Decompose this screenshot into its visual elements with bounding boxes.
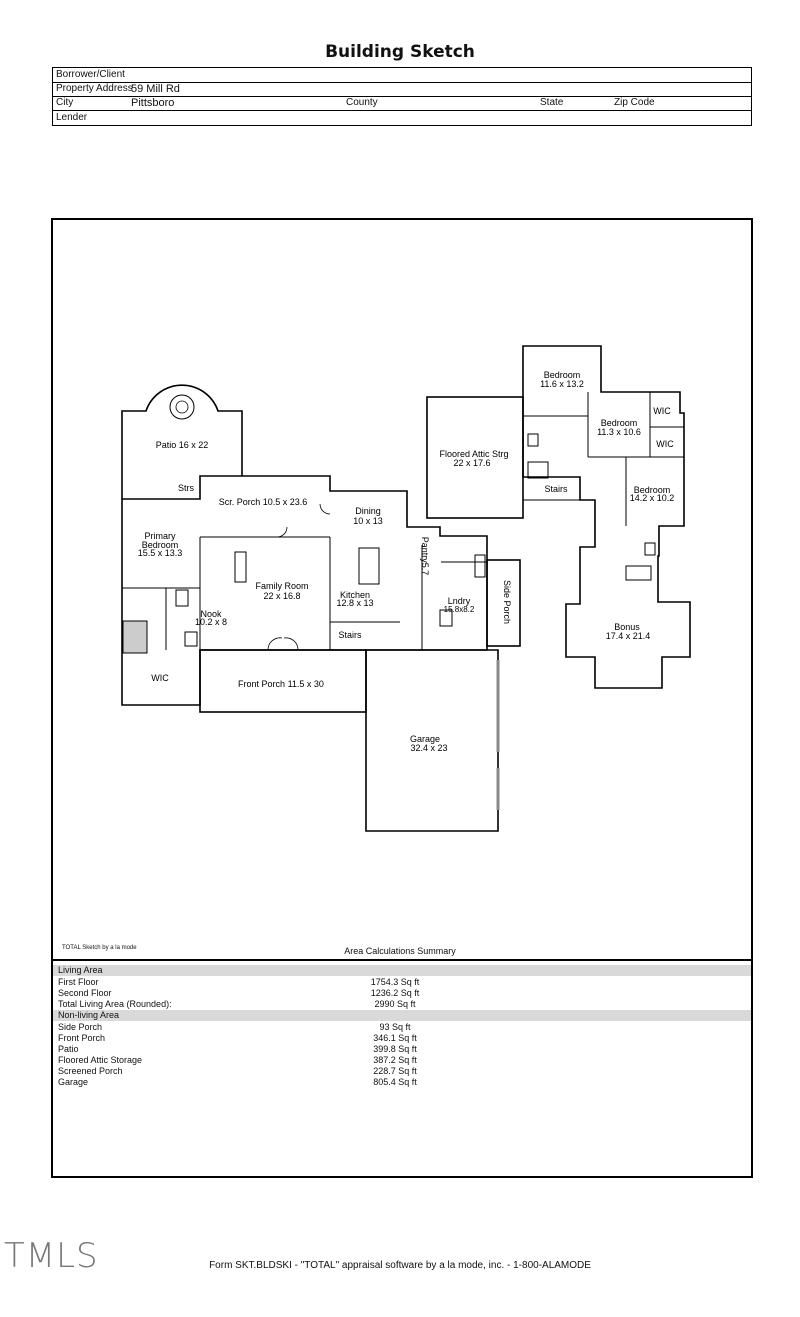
borrower-label: Borrower/Client [56, 69, 125, 80]
row-value: 387.2 Sq ft [373, 1055, 417, 1065]
row-label: Screened Porch [58, 1066, 123, 1076]
table-row: Second Floor 1236.2 Sq ft [53, 988, 751, 999]
lndry-label: Lndry [448, 596, 471, 606]
table-row: Total Living Area (Rounded): 2990 Sq ft [53, 999, 751, 1010]
bed3-dim: 14.2 x 10.2 [630, 493, 675, 503]
dining-dim: 10 x 13 [353, 516, 383, 526]
wic-main-label: WIC [151, 673, 169, 683]
sketch-credit: TOTAL Sketch by a la mode [62, 945, 137, 951]
table-row: Screened Porch 228.7 Sq ft [53, 1066, 751, 1077]
lender-row: Lender [53, 111, 751, 125]
property-row: Property Address 59 Mill Rd [53, 82, 751, 97]
nook-dim: 10.2 x 8 [195, 617, 227, 627]
lender-label: Lender [56, 112, 88, 123]
bonus-label: Bonus [614, 622, 640, 632]
strs-label: Strs [178, 483, 195, 493]
row-value: 93 Sq ft [379, 1022, 411, 1032]
patio-label: Patio 16 x 22 [156, 440, 209, 450]
tub-icon [234, 551, 247, 583]
city-label: City [56, 97, 74, 108]
row-value: 1754.3 Sq ft [370, 977, 420, 987]
bed2-dim: 11.3 x 10.6 [597, 427, 641, 437]
bed2-label: Bedroom [601, 418, 638, 428]
table-row: Patio 399.8 Sq ft [53, 1044, 751, 1055]
city-value: Pittsboro [131, 97, 175, 109]
stairs-up-label: Stairs [544, 484, 568, 494]
summary-title: Area Calculations Summary [344, 946, 456, 956]
family-label: Family Room [255, 581, 308, 591]
dining-label: Dining [355, 506, 381, 516]
garage-outline [365, 649, 499, 832]
row-label: Garage [58, 1077, 89, 1087]
pantry-label: Pantry5.7 [420, 537, 430, 576]
table-row: Side Porch 93 Sq ft [53, 1022, 751, 1033]
patio-outline [121, 384, 243, 499]
row-label: First Floor [58, 977, 99, 987]
primary-label2: Bedroom [142, 540, 179, 550]
row-label: Floored Attic Storage [58, 1055, 143, 1065]
sketch-frame [51, 218, 753, 1178]
property-value: 59 Mill Rd [131, 83, 180, 95]
row-value: 346.1 Sq ft [373, 1033, 417, 1043]
row-label: Front Porch [58, 1033, 106, 1043]
table-row: First Floor 1754.3 Sq ft [53, 977, 751, 988]
zip-label: Zip Code [614, 97, 655, 108]
bed3-label: Bedroom [634, 485, 671, 495]
row-value: 228.7 Sq ft [373, 1066, 417, 1076]
stairs-main-label: Stairs [338, 630, 362, 640]
primary-dim: 15.5 x 13.3 [138, 548, 183, 558]
area-summary: Living Area First Floor 1754.3 Sq ft Sec… [53, 959, 751, 1178]
fireplace-icon [122, 620, 148, 654]
upper-floor-outline [522, 345, 691, 689]
wic-a-label: WIC [653, 406, 671, 416]
lndry-dim: 15.8x8.2 [444, 605, 475, 614]
living-header-row: Living Area [53, 965, 751, 976]
row-label: Second Floor [58, 988, 112, 998]
fountain-icon [169, 394, 195, 420]
county-label: County [346, 97, 378, 108]
family-dim: 22 x 16.8 [263, 591, 300, 601]
row-value: 1236.2 Sq ft [370, 988, 420, 998]
city-row: City Pittsboro County State Zip Code [53, 96, 751, 111]
kitchen-dim: 12.8 x 13 [336, 598, 373, 608]
attic-dim: 22 x 17.6 [453, 458, 490, 468]
nook-label: Nook [200, 609, 222, 619]
row-value: 399.8 Sq ft [373, 1044, 417, 1054]
table-row: Floored Attic Storage 387.2 Sq ft [53, 1055, 751, 1066]
garage-label: Garage [410, 734, 440, 744]
side-porch-label: Side Porch [502, 580, 512, 624]
row-value: 805.4 Sq ft [373, 1077, 417, 1087]
row-label: Side Porch [58, 1022, 103, 1032]
logo-text: TMLS [4, 1236, 99, 1276]
kitchen-label: Kitchen [340, 590, 370, 600]
scr-porch-label: Scr. Porch 10.5 x 23.6 [219, 497, 308, 507]
nonliving-header-row: Non-living Area [53, 1010, 751, 1021]
side-porch-outline [486, 559, 521, 647]
bonus-dim: 17.4 x 21.4 [606, 631, 651, 641]
state-label: State [540, 97, 564, 108]
property-header-table: Borrower/Client Property Address 59 Mill… [52, 67, 752, 126]
mls-logo: TMLS [4, 1236, 99, 1276]
primary-label: Primary [145, 531, 176, 541]
front-porch-label: Front Porch 11.5 x 30 [238, 679, 324, 689]
borrower-row: Borrower/Client [53, 68, 751, 83]
row-label: Patio [58, 1044, 79, 1054]
row-value: 2990 Sq ft [374, 999, 416, 1009]
bed1-label: Bedroom [544, 370, 581, 380]
table-row: Front Porch 346.1 Sq ft [53, 1033, 751, 1044]
property-label: Property Address [56, 83, 133, 94]
living-header: Living Area [58, 965, 103, 975]
nonliving-header: Non-living Area [58, 1010, 120, 1020]
page-title: Building Sketch [325, 42, 475, 62]
garage-dim: 32.4 x 23 [410, 743, 447, 753]
form-footer: Form SKT.BLDSKI - "TOTAL" appraisal soft… [209, 1260, 591, 1271]
table-row: Garage 805.4 Sq ft [53, 1077, 751, 1088]
attic-label: Floored Attic Strg [439, 449, 508, 459]
bed1-dim: 11.6 x 13.2 [540, 379, 584, 389]
row-label: Total Living Area (Rounded): [58, 999, 172, 1009]
island-icon [358, 547, 380, 585]
wic-b-label: WIC [656, 439, 674, 449]
